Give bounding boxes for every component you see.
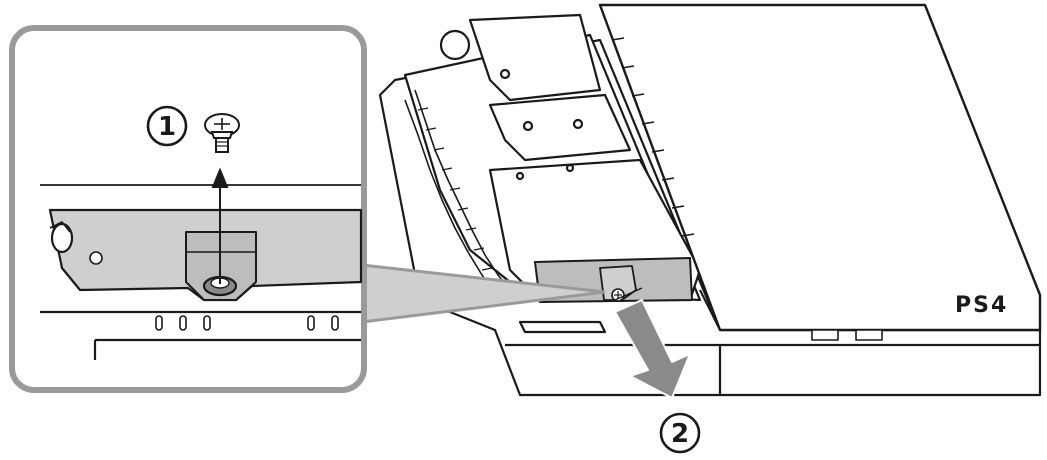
- step-1-badge: 1: [146, 105, 188, 147]
- ps4-console: [378, 3, 1042, 397]
- console-screw-hole-a: [572, 118, 584, 130]
- console-lower-slots: [811, 329, 883, 341]
- step-2-badge: 2: [659, 412, 701, 454]
- screw-icon: [204, 113, 240, 153]
- step-1-number: 1: [158, 112, 176, 142]
- console-screw-hole-b: [522, 120, 534, 132]
- screw-removal-arrow: [211, 167, 229, 284]
- callout-zoom-panel: 1: [9, 25, 367, 393]
- console-screw-hole-c: [499, 68, 511, 80]
- hdd-bay-hole-2: [565, 163, 575, 173]
- hdd-bracket-tab: [599, 265, 637, 301]
- console-vent-dashes: [611, 37, 695, 237]
- step-2-number: 2: [671, 419, 689, 449]
- zoom-detail: [40, 184, 363, 360]
- console-front-slot: [518, 320, 607, 334]
- console-bracket-upper: [468, 13, 602, 102]
- hdd-pull-arrow: [614, 287, 691, 399]
- console-toothed-rail-2: [404, 99, 497, 296]
- zoom-left-knob: [50, 222, 74, 254]
- console-rail-ticks: [417, 107, 493, 271]
- console-top-cover-edge: [699, 289, 721, 331]
- console-logo: PS4: [955, 293, 1008, 318]
- console-port-circle: [439, 29, 471, 61]
- zoom-bracket-hole: [89, 251, 103, 265]
- console-top-cover: [598, 3, 1042, 332]
- zoom-rail-slots: [155, 315, 339, 331]
- console-bracket-middle: [488, 93, 632, 162]
- hdd-bay-hole: [515, 171, 525, 181]
